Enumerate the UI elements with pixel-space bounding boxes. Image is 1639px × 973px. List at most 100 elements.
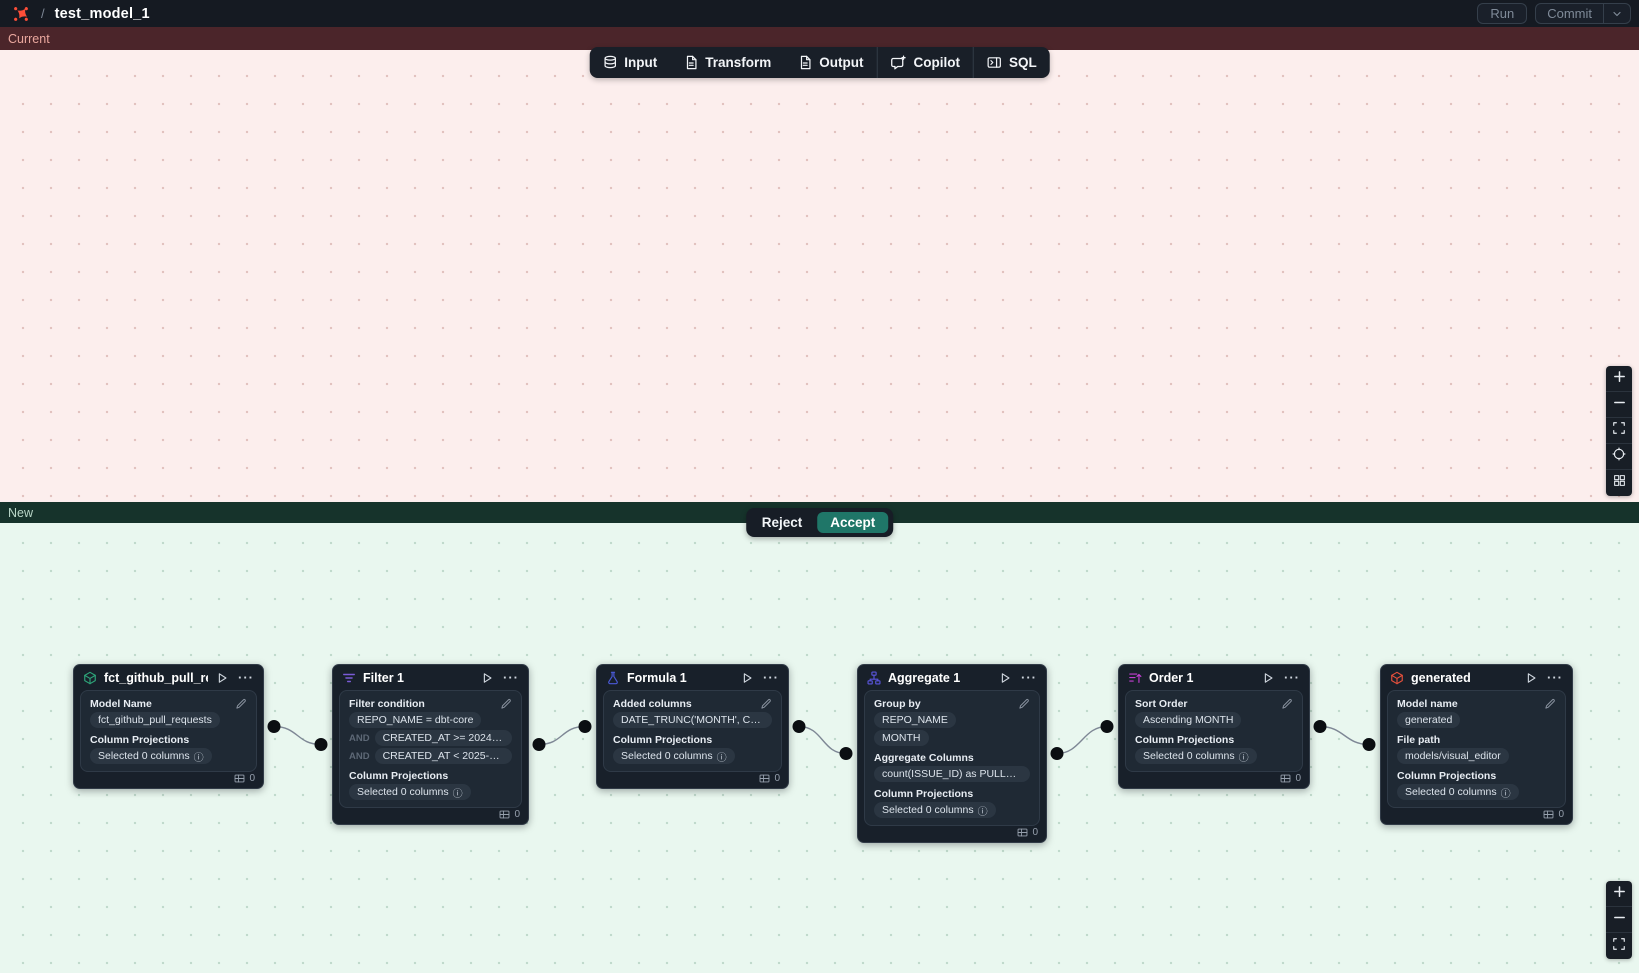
- value-pill[interactable]: Ascending MONTH: [1135, 712, 1242, 728]
- node-title: fct_github_pull_requests: [104, 670, 208, 685]
- tiles-button[interactable]: [1606, 470, 1632, 496]
- commit-split-button: Commit: [1535, 3, 1631, 24]
- node-menu-icon[interactable]: ···: [763, 669, 779, 685]
- info-icon[interactable]: ⓘ: [452, 788, 463, 800]
- source-port-dot[interactable]: [1313, 720, 1327, 733]
- canvas-node-fct_github_pull_requests[interactable]: fct_github_pull_requests ··· Model Name …: [73, 664, 264, 789]
- zoom-out-button[interactable]: [1606, 392, 1632, 418]
- value-pill[interactable]: models/visual_editor: [1397, 748, 1509, 764]
- fit-view-button[interactable]: [1606, 933, 1632, 959]
- value-pill[interactable]: REPO_NAME = dbt-core: [349, 712, 482, 728]
- node-run-icon[interactable]: [1524, 671, 1538, 685]
- toolbar-transform-button[interactable]: Transform: [670, 47, 784, 78]
- section-label: Column Projections: [1135, 734, 1235, 746]
- commit-button[interactable]: Commit: [1547, 6, 1592, 21]
- toolbar-sql-button[interactable]: SQL: [974, 47, 1050, 78]
- target-port-dot[interactable]: [839, 747, 853, 760]
- node-footer: 0: [74, 772, 263, 788]
- node-header[interactable]: generated ···: [1381, 665, 1572, 690]
- source-port-dot[interactable]: [532, 738, 546, 751]
- value-pill[interactable]: CREATED_AT >= 2024-12-01: [374, 730, 512, 746]
- section-label: Column Projections: [1397, 770, 1497, 782]
- value-pill[interactable]: DATE_TRUNC('MONTH', CREATED_AT…: [613, 712, 772, 728]
- formula-icon: [606, 671, 620, 685]
- node-menu-icon[interactable]: ···: [503, 669, 519, 685]
- node-run-icon[interactable]: [740, 671, 754, 685]
- edit-pencil-icon[interactable]: [500, 698, 512, 710]
- edit-pencil-icon[interactable]: [235, 698, 247, 710]
- toolbar-copilot-button[interactable]: Copilot: [878, 47, 974, 78]
- source-port-dot[interactable]: [267, 720, 281, 733]
- value-pill[interactable]: count(ISSUE_ID) as PULL_REQUEST_…: [874, 766, 1030, 782]
- node-menu-icon[interactable]: ···: [1547, 669, 1563, 685]
- node-section: Added columns DATE_TRUNC('MONTH', CREATE…: [613, 698, 772, 728]
- commit-options-button[interactable]: [1603, 4, 1630, 23]
- fit-view-button[interactable]: [1606, 418, 1632, 444]
- info-icon[interactable]: ⓘ: [193, 752, 204, 764]
- source-port-dot[interactable]: [792, 720, 806, 733]
- node-menu-icon[interactable]: ···: [1284, 669, 1300, 685]
- node-menu-icon[interactable]: ···: [1021, 669, 1037, 685]
- zoom-out-button[interactable]: [1606, 907, 1632, 933]
- canvas-node-order-1[interactable]: Order 1 ··· Sort Order Ascending MONTH C…: [1118, 664, 1310, 789]
- node-run-icon[interactable]: [215, 671, 229, 685]
- toolbar-output-button[interactable]: Output: [784, 47, 876, 78]
- info-icon[interactable]: ⓘ: [977, 806, 988, 818]
- run-button[interactable]: Run: [1477, 3, 1528, 24]
- reject-button[interactable]: Reject: [761, 515, 803, 530]
- source-port-dot[interactable]: [1050, 747, 1064, 760]
- value-pill[interactable]: CREATED_AT < 2025-03-01: [374, 748, 512, 764]
- current-canvas[interactable]: [0, 50, 1639, 502]
- node-header[interactable]: fct_github_pull_requests ···: [74, 665, 263, 690]
- value-pill[interactable]: fct_github_pull_requests: [90, 712, 220, 728]
- node-header[interactable]: Order 1 ···: [1119, 665, 1309, 690]
- current-canvas-view-controls: [1606, 366, 1632, 496]
- target-port-dot[interactable]: [578, 720, 592, 733]
- canvas-node-generated[interactable]: generated ··· Model name generated File …: [1380, 664, 1573, 825]
- accept-button[interactable]: Accept: [817, 512, 889, 533]
- zoom-in-button[interactable]: [1606, 366, 1632, 392]
- node-header[interactable]: Aggregate 1 ···: [858, 665, 1046, 690]
- node-card: Model name generated File path models/vi…: [1387, 690, 1566, 808]
- value-pill[interactable]: generated: [1397, 712, 1461, 728]
- value-pill[interactable]: REPO_NAME: [874, 712, 956, 728]
- edit-pencil-icon[interactable]: [760, 698, 772, 710]
- target-port-dot[interactable]: [1362, 738, 1376, 751]
- edit-pencil-icon[interactable]: [1544, 698, 1556, 710]
- value-pill[interactable]: MONTH: [874, 730, 929, 746]
- node-run-icon[interactable]: [1261, 671, 1275, 685]
- info-icon[interactable]: ⓘ: [1238, 752, 1249, 764]
- row-count: 0: [1032, 827, 1038, 838]
- info-icon[interactable]: ⓘ: [1500, 788, 1511, 800]
- aggregate-icon: [867, 670, 881, 685]
- toolbar-input-button[interactable]: Input: [589, 47, 670, 78]
- row-count: 0: [774, 773, 780, 784]
- node-run-icon[interactable]: [480, 671, 494, 685]
- target-port-dot[interactable]: [1100, 720, 1114, 733]
- info-icon[interactable]: ⓘ: [716, 752, 727, 764]
- node-run-icon[interactable]: [998, 671, 1012, 685]
- edit-pencil-icon[interactable]: [1281, 698, 1293, 710]
- canvas-node-formula-1[interactable]: Formula 1 ··· Added columns DATE_TRUNC('…: [596, 664, 789, 789]
- target-port-dot[interactable]: [314, 738, 328, 751]
- canvas-node-filter-1[interactable]: Filter 1 ··· Filter condition REPO_NAME …: [332, 664, 529, 825]
- zoom-in-button[interactable]: [1606, 881, 1632, 907]
- node-header[interactable]: Formula 1 ···: [597, 665, 788, 690]
- row-count-icon: [759, 773, 770, 784]
- node-card: Added columns DATE_TRUNC('MONTH', CREATE…: [603, 690, 782, 772]
- edit-pencil-icon[interactable]: [1018, 698, 1030, 710]
- node-header[interactable]: Filter 1 ···: [333, 665, 528, 690]
- interactive-button[interactable]: [1606, 444, 1632, 470]
- node-menu-icon[interactable]: ···: [238, 669, 254, 685]
- zoom-out-icon: [1612, 910, 1627, 930]
